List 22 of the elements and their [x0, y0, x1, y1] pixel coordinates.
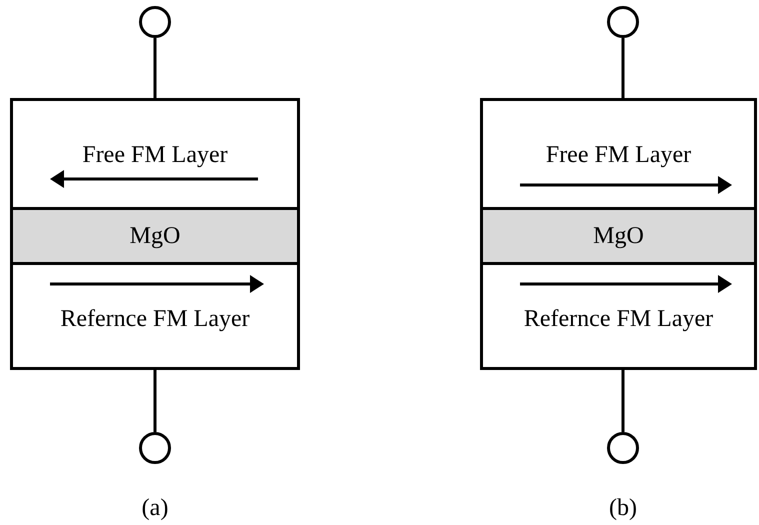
connector-line [154, 38, 156, 98]
terminal-circle [607, 6, 639, 38]
layer-label: MgO [130, 222, 180, 250]
layer-label: Free FM Layer [546, 141, 692, 169]
terminal-circle [139, 432, 171, 464]
connector-line [622, 370, 624, 432]
magnetic-layer [10, 262, 300, 370]
magnetic-layer [480, 98, 757, 210]
panel-label: (a) [142, 494, 168, 522]
barrier-layer [10, 207, 300, 265]
layer-label: MgO [593, 222, 644, 250]
barrier-layer [480, 207, 757, 265]
connector-line [154, 370, 156, 432]
panel-label: (b) [609, 494, 637, 522]
layer-label: Refernce FM Layer [524, 305, 714, 333]
terminal-circle [139, 6, 171, 38]
magnetic-layer [10, 98, 300, 210]
magnetic-layer [480, 262, 757, 370]
connector-line [622, 38, 624, 98]
layer-label: Free FM Layer [82, 141, 228, 169]
terminal-circle [607, 432, 639, 464]
layer-label: Refernce FM Layer [60, 305, 250, 333]
